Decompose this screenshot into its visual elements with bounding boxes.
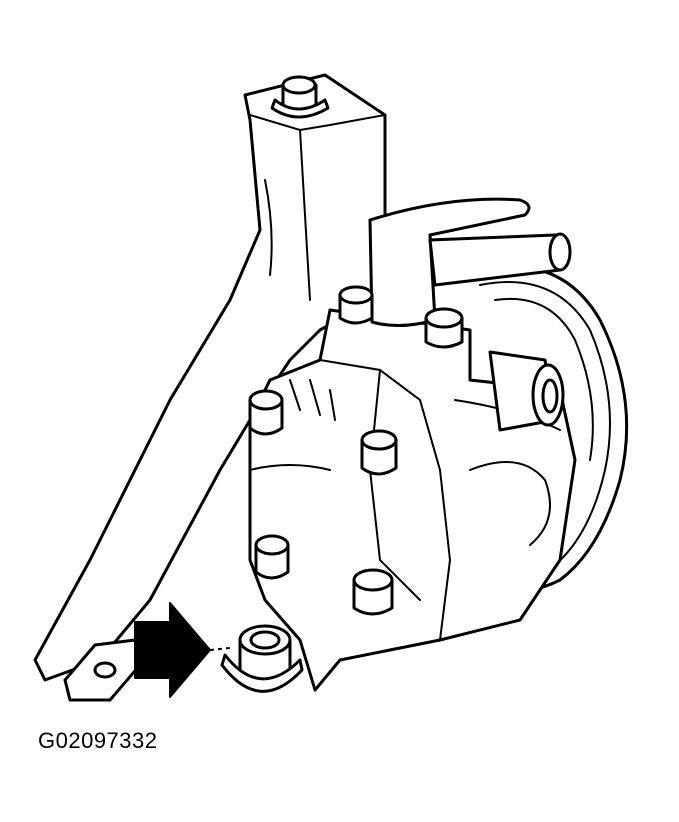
indicator-dashes <box>209 647 231 651</box>
pump-top-bolt-left <box>338 285 374 325</box>
pump-body-bolts <box>248 379 398 616</box>
reservoir-fitting <box>368 197 572 328</box>
figure-id-label: G02097332 <box>38 728 158 753</box>
side-port <box>488 350 565 432</box>
pump-top-bolt-right <box>424 307 464 349</box>
bracket-top-bolt <box>270 75 330 119</box>
highlighted-bolt <box>220 624 304 693</box>
highlight-arrow <box>134 602 211 698</box>
pulley <box>468 264 629 595</box>
